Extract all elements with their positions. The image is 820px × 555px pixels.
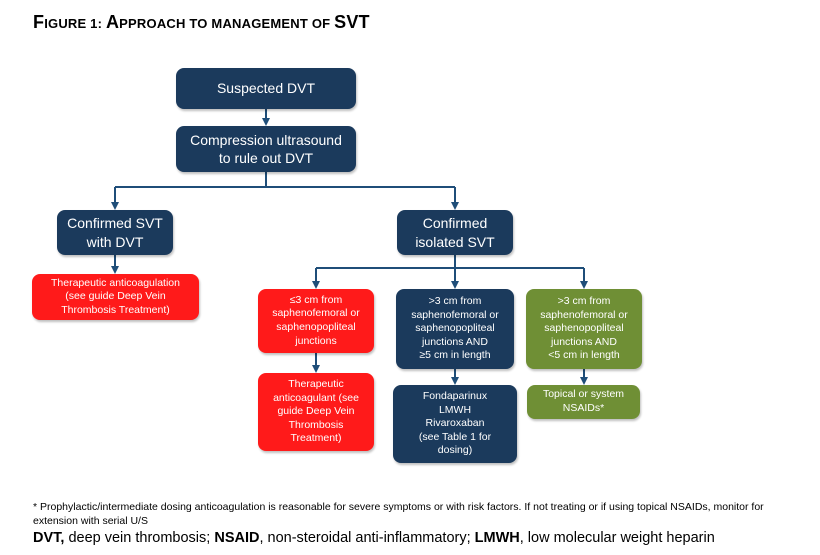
node-suspected-dvt: Suspected DVT xyxy=(176,68,356,109)
title-part: PPROACH TO MANAGEMENT OF xyxy=(119,16,335,31)
title-part: A xyxy=(105,12,120,32)
abbr-lmwh: LMWH xyxy=(474,530,520,546)
title-part: SVT xyxy=(334,12,370,32)
node-confirmed-isolated-svt: Confirmed isolated SVT xyxy=(397,210,513,255)
footnote: * Prophylactic/intermediate dosing antic… xyxy=(33,501,764,528)
node-confirmed-svt-with-dvt: Confirmed SVT with DVT xyxy=(57,210,173,255)
node-gt3cm-lt5cm: >3 cm from saphenofemoral or saphenopopl… xyxy=(526,289,642,369)
node-le3cm-junctions: ≤3 cm from saphenofemoral or saphenopopl… xyxy=(258,289,374,353)
title-part: IGURE 1: xyxy=(44,16,106,31)
node-therapeutic-anticoagulant: Therapeutic anticoagulant (see guide Dee… xyxy=(258,373,374,451)
def-dvt: deep vein thrombosis; xyxy=(64,530,215,546)
node-compression-ultrasound: Compression ultrasound to rule out DVT xyxy=(176,126,356,172)
abbr-nsaid: NSAID xyxy=(214,530,260,546)
node-fondaparinux-lmwh-rivaroxaban: Fondaparinux LMWH Rivaroxaban (see Table… xyxy=(393,385,517,463)
figure-title: FIGURE 1: APPROACH TO MANAGEMENT OF SVT xyxy=(33,12,370,33)
def-lmwh: , low molecular weight heparin xyxy=(519,530,715,546)
title-part: F xyxy=(33,12,45,32)
abbr-dvt: DVT, xyxy=(33,530,65,546)
node-gt3cm-ge5cm: >3 cm from saphenofemoral or saphenopopl… xyxy=(396,289,514,369)
node-therapeutic-anticoagulation: Therapeutic anticoagulation (see guide D… xyxy=(32,274,199,320)
node-nsaids: Topical or system NSAIDs* xyxy=(527,385,640,419)
def-nsaid: , non-steroidal anti-inflammatory; xyxy=(259,530,475,546)
abbreviation-legend: DVT, deep vein thrombosis; NSAID, non-st… xyxy=(33,530,715,546)
